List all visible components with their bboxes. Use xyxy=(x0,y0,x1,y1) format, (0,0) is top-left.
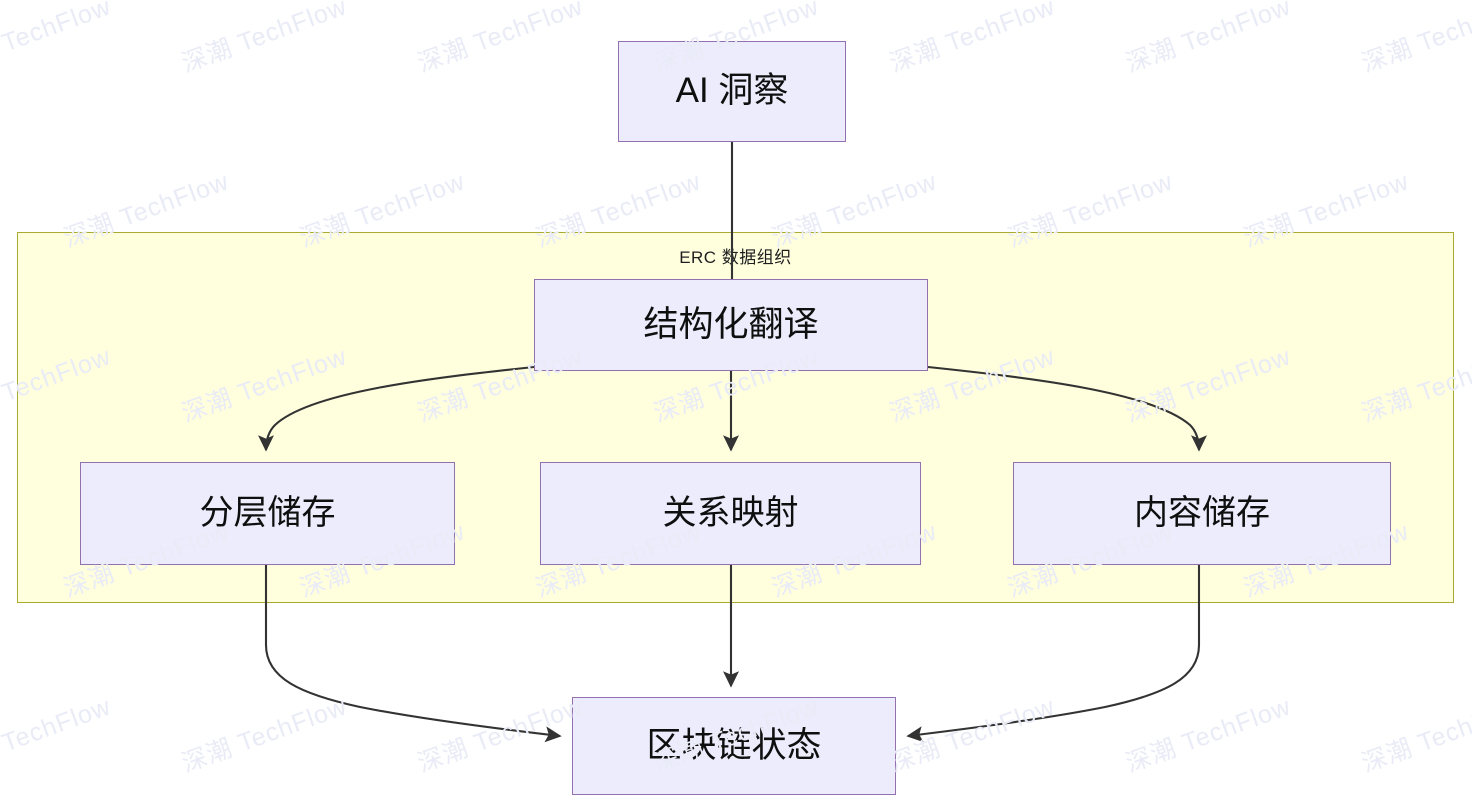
watermark-text: 深潮 TechFlow xyxy=(1358,0,1472,78)
node-ai-insight[interactable]: AI 洞察 xyxy=(618,41,846,142)
watermark-text: 深潮 TechFlow xyxy=(886,0,1059,78)
node-blockchain-state[interactable]: 区块链状态 xyxy=(572,697,896,795)
subgraph-label: ERC 数据组织 xyxy=(679,248,792,267)
watermark-text: 深潮 TechFlow xyxy=(414,692,587,778)
node-content-storage[interactable]: 内容储存 xyxy=(1013,462,1391,565)
node-structured-translation[interactable]: 结构化翻译 xyxy=(534,279,928,371)
node-structured-translation-label: 结构化翻译 xyxy=(643,304,819,344)
watermark-text: 深潮 TechFlow xyxy=(1122,692,1295,778)
watermark-text: 深潮 TechFlow xyxy=(1358,692,1472,778)
watermark-text: 深潮 TechFlow xyxy=(1122,0,1295,78)
node-blockchain-state-label: 区块链状态 xyxy=(646,725,822,765)
watermark-text: 深潮 TechFlow xyxy=(0,692,115,778)
watermark-text: 深潮 TechFlow xyxy=(178,692,351,778)
watermark-text: 深潮 TechFlow xyxy=(178,0,351,78)
node-content-storage-label: 内容储存 xyxy=(1134,493,1270,532)
node-layered-storage[interactable]: 分层储存 xyxy=(80,462,455,565)
node-layered-storage-label: 分层储存 xyxy=(199,493,336,532)
watermark-text: 深潮 TechFlow xyxy=(886,692,1059,778)
node-relation-mapping[interactable]: 关系映射 xyxy=(540,462,921,565)
node-relation-mapping-label: 关系映射 xyxy=(662,493,799,532)
watermark-text: 深潮 TechFlow xyxy=(0,0,115,78)
node-ai-insight-label: AI 洞察 xyxy=(675,71,789,111)
watermark-text: 深潮 TechFlow xyxy=(414,0,587,78)
